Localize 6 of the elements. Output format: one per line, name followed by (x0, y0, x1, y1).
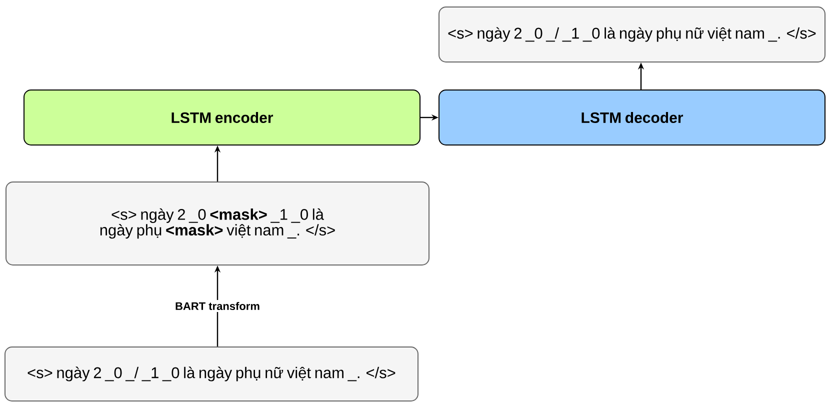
text-box: <s> ngày 2 _0 <mask> _1 _0 là ngày phụ <mask> việt nam _. </s> (6, 182, 430, 266)
process-box: LSTM decoder (438, 90, 826, 146)
text-box: <s> ngày 2 _0 _/ _1 _0 là ngày phụ nữ việt nam _. </s> (4, 346, 418, 402)
edge-label: BART transform (173, 300, 262, 312)
text-box: <s> ngày 2 _0 _/ _1 _0 là ngày phụ nữ việt nam _. </s> (438, 6, 826, 62)
process-box: LSTM encoder (24, 90, 420, 146)
